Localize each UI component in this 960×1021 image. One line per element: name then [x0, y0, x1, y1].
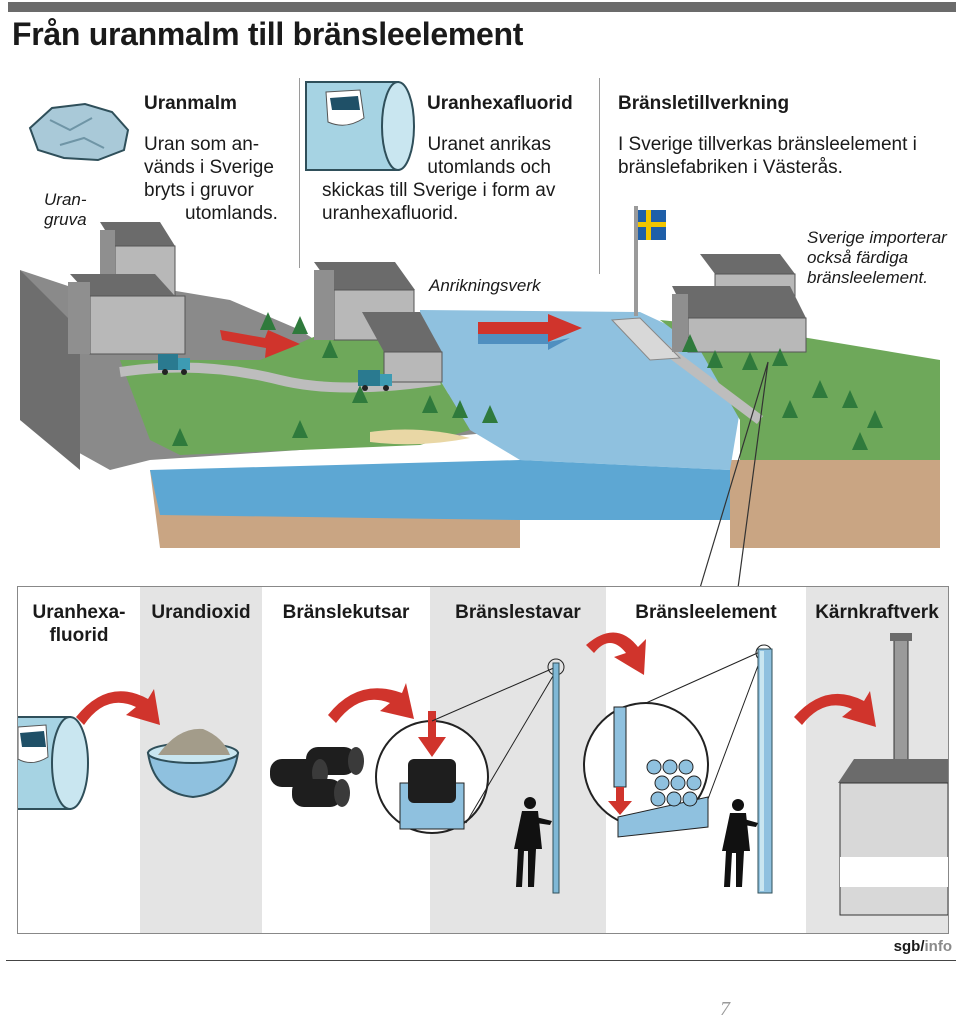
truck-icon [158, 354, 190, 375]
fuel-pellets-icon [270, 747, 364, 807]
anrikningsverk-label: Anrikningsverk [429, 276, 541, 295]
nuclear-plant-icon [838, 633, 948, 916]
divider [599, 78, 600, 274]
assembly-magnifier-icon [583, 702, 709, 838]
process-arrow-icon [586, 632, 646, 675]
uranmalm-heading: Uranmalm [144, 93, 237, 114]
mine-building [68, 222, 186, 355]
page-number: 7 [720, 998, 730, 1020]
uranmalm-text-3: bryts i gruvor [144, 180, 254, 201]
urangruva-label-1: Uran- [44, 190, 87, 209]
process-arrow-icon [794, 691, 876, 727]
stage-label-line: Bränslekutsar [282, 602, 410, 623]
uranhexafluorid-text-3: skickas till Sverige i form av [322, 180, 556, 201]
process-arrow-icon [328, 683, 414, 723]
divider [299, 78, 300, 268]
uranmalm-text-4: utomlands. [185, 203, 278, 224]
uf6-cylinder-icon [18, 716, 89, 810]
footer-divider [6, 960, 956, 961]
stage-label-line: Kärnkraftverk [815, 602, 939, 623]
stage-label-line: Uranhexa- [32, 602, 126, 623]
stage-label-line: Bränslestavar [455, 602, 581, 623]
uf6-cylinder-icon [305, 81, 415, 171]
credit-accent: info [924, 938, 953, 955]
page-title: Från uranmalm till bränsleelement [12, 16, 524, 52]
uranmalm-text-1: Uran som an- [144, 134, 260, 155]
enrichment-plant-building [314, 262, 443, 383]
uranium-dioxide-bowl-icon [146, 728, 240, 799]
stage-label-line: Bränsleelement [635, 602, 777, 623]
stage-label-line: Urandioxid [151, 602, 251, 623]
import-note-3: bränsleelement. [807, 268, 928, 287]
import-note-2: också färdiga [807, 248, 909, 267]
stage-label-line: fluorid [49, 625, 109, 646]
urangruva-label-2: gruva [44, 210, 87, 229]
uranium-ore-rock-icon [28, 102, 130, 162]
uranhexafluorid-text-4: uranhexafluorid. [322, 203, 459, 224]
person-silhouette-icon [514, 797, 552, 887]
import-note-1: Sverige importerar [807, 228, 947, 247]
transport-arrow-icon [220, 330, 300, 358]
uranhexafluorid-text-1: Uranet anrikas [427, 134, 551, 155]
bransletillverkning-text-1: I Sverige tillverkas bränsleelement i [618, 134, 917, 155]
transport-arrow-icon [478, 314, 582, 342]
swedish-flag-icon [634, 206, 666, 316]
bransletillverkning-text-2: bränslefabriken i Västerås. [618, 157, 843, 178]
landscape-illustration [20, 81, 940, 589]
uranhexafluorid-text-2: utomlands och [427, 157, 551, 178]
uranhexafluorid-heading: Uranhexafluorid [427, 93, 573, 114]
process-arrow-icon [76, 689, 160, 725]
bransletillverkning-heading: Bränsletillverkning [618, 93, 790, 114]
fuel-factory-building [672, 254, 807, 353]
fuel-element-icon [755, 644, 773, 894]
uranmalm-text-2: vänds i Sverige [144, 157, 274, 178]
top-bar [8, 2, 956, 12]
credit-main: sgb/ [893, 938, 925, 955]
fuel-rod-icon [547, 658, 565, 894]
truck-icon [358, 370, 392, 391]
credit-logo: sgb/info [894, 938, 952, 955]
stages-panel: Uranhexa- fluorid Urandioxid Bränslekuts… [17, 586, 949, 934]
pellet-magnifier-icon [375, 711, 489, 834]
stages-illustration [18, 632, 948, 916]
person-silhouette-icon [722, 799, 758, 887]
